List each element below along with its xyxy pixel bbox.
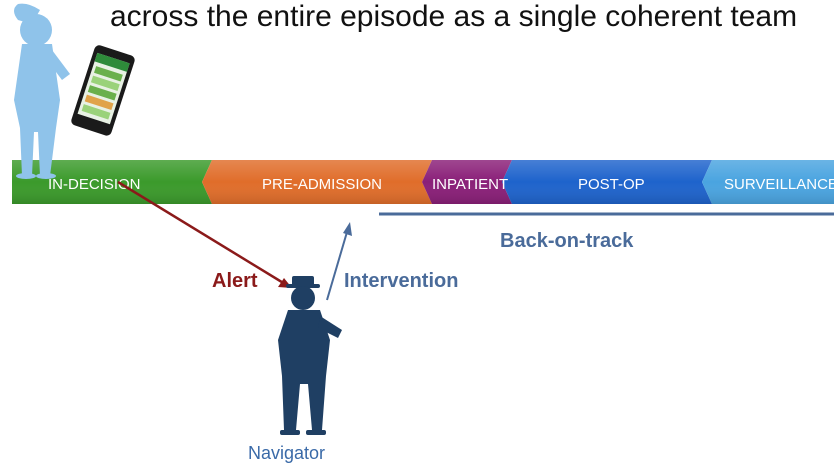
phase-label-pre-admission: PRE-ADMISSION bbox=[262, 176, 382, 193]
back-on-track-label: Back-on-track bbox=[500, 230, 634, 252]
patient-figure bbox=[14, 3, 70, 179]
phase-label-post-op: POST-OP bbox=[578, 176, 645, 193]
headline: across the entire episode as a single co… bbox=[110, 0, 798, 33]
phase-label-inpatient: INPATIENT bbox=[432, 176, 508, 193]
phase-label-in-decision: IN-DECISION bbox=[48, 176, 141, 193]
intervention-label: Intervention bbox=[344, 270, 459, 292]
navigator-label: Navigator bbox=[248, 443, 326, 463]
intervention-arrow bbox=[326, 231, 348, 301]
smartphone-icon bbox=[71, 45, 135, 136]
navigator-figure bbox=[278, 276, 342, 435]
phase-band: IN-DECISION PRE-ADMISSION INPATIENT POST… bbox=[12, 160, 834, 204]
alert-label: Alert bbox=[212, 270, 258, 292]
alert-arrow bbox=[117, 180, 286, 286]
phase-label-surveillance: SURVEILLANCE bbox=[724, 176, 834, 193]
